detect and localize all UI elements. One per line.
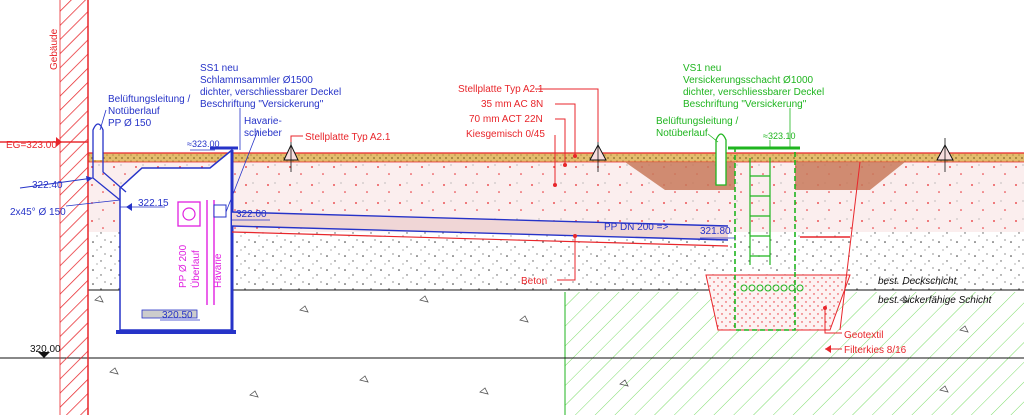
label-vs1-4: Beschriftung "Versickerung" xyxy=(683,99,807,110)
label-geotextil: Geotextil xyxy=(844,330,883,341)
label-filterkies: Filterkies 8/16 xyxy=(844,345,907,356)
ss1-floor xyxy=(116,330,236,334)
label-pp200-1: PP Ø 200 xyxy=(178,244,189,288)
label-beluft-right-2: Notüberlauf xyxy=(656,128,708,139)
label-320-00: 320.00 xyxy=(30,344,61,355)
filter-edge xyxy=(839,161,861,331)
havarie-valve xyxy=(177,201,201,227)
pipe-bottom xyxy=(231,225,729,241)
label-ss1-3: dichter, verschliessbarer Deckel xyxy=(200,87,341,98)
label-beton: Beton xyxy=(521,276,547,287)
label-beluft-right-1: Belüftungsleitung / xyxy=(656,116,739,127)
pipe-bedding xyxy=(232,212,728,240)
label-beluft-left-1: Belüftungsleitung / xyxy=(108,94,191,105)
label-pp200-2: Überlauf xyxy=(190,250,202,288)
label-ss1-4: Beschriftung "Versickerung" xyxy=(200,99,324,110)
vs1-gravel xyxy=(740,284,804,292)
label-pp200-3: Havarie xyxy=(213,253,224,288)
label-2x45: 2x45° Ø 150 xyxy=(10,207,66,218)
label-gebaeude: Gebäude xyxy=(49,28,60,70)
label-vs1-3: dichter, verschliessbarer Deckel xyxy=(683,87,824,98)
label-ss1-2: Schlammsammler Ø1500 xyxy=(200,75,313,86)
excavation-right xyxy=(795,162,905,190)
label-322-40: 322.40 xyxy=(32,180,63,191)
label-322-00: 322.00 xyxy=(236,209,267,220)
asphalt-layer xyxy=(88,153,1024,162)
pipe-beton xyxy=(231,231,729,247)
label-ss1-1: SS1 neu xyxy=(200,63,238,74)
label-act22n: 70 mm ACT 22N xyxy=(469,114,543,125)
stellplatte-middle-marker xyxy=(589,138,607,172)
building-wall xyxy=(60,0,88,415)
label-kies: Kiesgemisch 0/45 xyxy=(466,129,545,140)
label-320-50: 320.50 xyxy=(162,310,193,321)
label-stellplatte-top: Stellplatte Typ A2.1 xyxy=(458,84,544,95)
vs1-shaft xyxy=(734,147,796,331)
label-323-10: ≈323.10 xyxy=(763,131,795,141)
label-eg: EG=323.00 xyxy=(6,140,57,151)
label-ac8n: 35 mm AC 8N xyxy=(481,99,543,110)
label-deckschicht: best. Deckschicht xyxy=(878,276,958,287)
label-sickerschicht: best. sickerfähige Schicht xyxy=(878,295,993,306)
ss1-sump xyxy=(141,309,198,319)
label-beluft-left-2: Notüberlauf xyxy=(108,106,160,117)
stellplatte-left-marker xyxy=(283,138,299,172)
label-havarie-1: Havarie- xyxy=(244,116,282,127)
vent-pipe-right xyxy=(715,133,727,186)
ss1-chamber xyxy=(119,148,233,331)
label-323-00: ≈323.00 xyxy=(187,139,219,149)
vs1-filter-pit xyxy=(705,274,851,331)
label-321-80: 321.80 xyxy=(700,226,731,237)
label-vs1-2: Versickerungsschacht Ø1000 xyxy=(683,75,814,86)
label-pp-dn200: PP DN 200 => xyxy=(604,222,668,233)
pipe-top xyxy=(231,211,729,227)
label-beluft-left-3: PP Ø 150 xyxy=(108,118,152,129)
label-havarie-2: schieber xyxy=(244,128,282,139)
soil-symbols xyxy=(94,295,969,398)
excavation-left xyxy=(625,162,735,190)
stellplatte-right-marker xyxy=(936,138,954,172)
label-vs1-1: VS1 neu xyxy=(683,63,721,74)
vent-pipe-left xyxy=(92,123,104,160)
label-322-15: 322.15 xyxy=(138,198,169,209)
label-stellplatte-left: Stellplatte Typ A2.1 xyxy=(305,132,391,143)
